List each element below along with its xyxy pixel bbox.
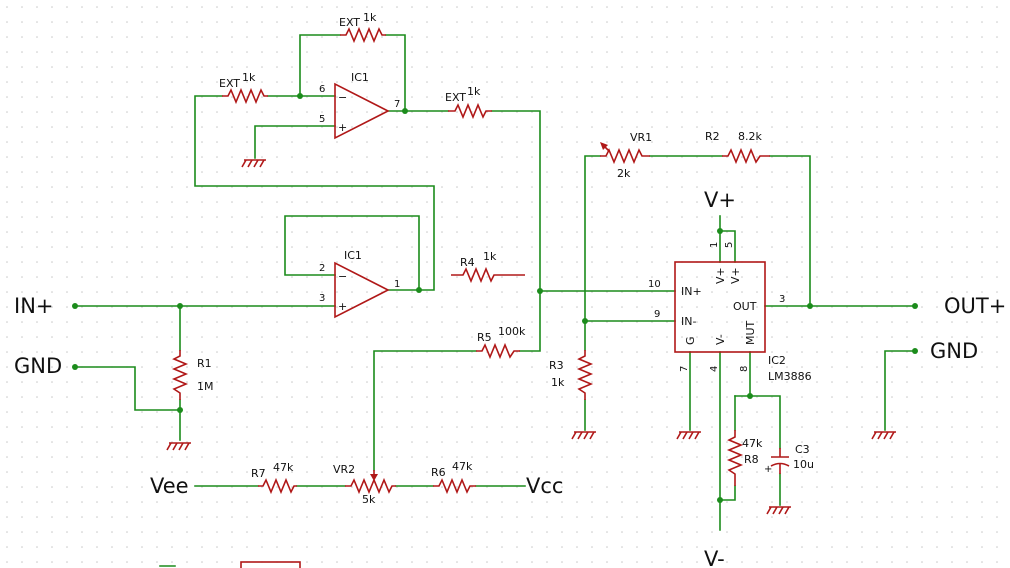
- vr2-value: 5k: [362, 493, 376, 506]
- ic2-pin-num-8: 8: [739, 366, 750, 372]
- ic1a-ref: IC1: [351, 71, 369, 84]
- r3-ref: R3: [549, 359, 564, 372]
- resistor-r6[interactable]: R6 47k: [431, 460, 476, 495]
- ic1a-pin5: 5: [319, 114, 325, 125]
- vr1-value: 2k: [617, 167, 631, 180]
- ic1a-minus-sign: −: [338, 91, 347, 104]
- ic2-pin-num-9: 9: [654, 309, 660, 320]
- r2-ref: R2: [705, 130, 720, 143]
- r6-ref: R6: [431, 466, 446, 479]
- ic1a-pin6: 6: [319, 84, 325, 95]
- resistor-r5[interactable]: R5 100k: [476, 325, 526, 360]
- ic2-pin-mut-label: MUT: [744, 320, 757, 345]
- ic2-pin-inp-label: IN+: [681, 285, 702, 298]
- ic1b-pin1: 1: [394, 279, 400, 290]
- r7-ref: R7: [251, 467, 266, 480]
- r4-value: 1k: [483, 250, 497, 263]
- c3-value: 10u: [793, 458, 814, 471]
- c3-ref: C3: [795, 443, 810, 456]
- opamp-ic1a[interactable]: − + IC1 6 5 7: [319, 71, 400, 140]
- c3-plus-sign: +: [764, 464, 772, 475]
- ic2-pin-num-7: 7: [679, 366, 690, 372]
- r6-value: 47k: [452, 460, 473, 473]
- resistor-ext-top[interactable]: EXT 1k: [339, 11, 386, 44]
- potentiometer-vr1[interactable]: VR1 2k: [600, 131, 652, 180]
- ic1b-pin3: 3: [319, 293, 325, 304]
- r7-value: 47k: [273, 461, 294, 474]
- ic2-ref: IC2: [768, 354, 786, 367]
- ic2-pin-g-label: G: [684, 336, 697, 345]
- potentiometer-vr2[interactable]: VR2 5k: [333, 463, 396, 506]
- wires: [74, 34, 916, 531]
- ic2-pin-out-label: OUT: [733, 300, 757, 313]
- junctions: [72, 93, 918, 503]
- ic2-pin-num-3: 3: [779, 294, 785, 305]
- capacitor-c3[interactable]: + C3 10u: [764, 443, 814, 475]
- ic2-pin-vp1-label: V+: [714, 267, 727, 284]
- ic2-lm3886[interactable]: IN+ IN- OUT V+ V+ G V- MUT 10 9 3 1 5 7 …: [648, 242, 812, 383]
- port-v-plus: V+: [704, 188, 736, 212]
- ic1a-pin7: 7: [394, 99, 400, 110]
- r1-ref: R1: [197, 357, 212, 370]
- vr2-ref: VR2: [333, 463, 355, 476]
- r8-value: 47k: [742, 437, 763, 450]
- r2-value: 8.2k: [738, 130, 762, 143]
- ic1b-pin2: 2: [319, 263, 325, 274]
- port-gnd-right: GND: [930, 339, 978, 363]
- ic1b-minus-sign: −: [338, 270, 347, 283]
- ic2-pin-num-5: 5: [724, 242, 735, 248]
- r3-value: 1k: [551, 376, 565, 389]
- port-vcc: Vcc: [526, 474, 563, 498]
- ext-in-value: 1k: [242, 71, 256, 84]
- r8-ref: R8: [744, 453, 759, 466]
- ext-top-ref: EXT: [339, 16, 360, 29]
- ext-in-ref: EXT: [219, 77, 240, 90]
- r4-ref: R4: [460, 256, 475, 269]
- r5-value: 100k: [498, 325, 526, 338]
- ic2-pin-vm-label: V-: [714, 334, 727, 345]
- partial-component-bottom: [159, 561, 301, 568]
- ext-out-ref: EXT: [445, 91, 466, 104]
- r1-value: 1M: [197, 380, 214, 393]
- ic2-pin-vp2-label: V+: [729, 267, 742, 284]
- resistor-r4[interactable]: R4 1k: [451, 250, 525, 284]
- resistor-ext-in[interactable]: EXT 1k: [219, 71, 268, 105]
- port-vee: Vee: [150, 474, 189, 498]
- resistor-r2[interactable]: R2 8.2k: [705, 130, 770, 165]
- resistor-r8[interactable]: 47k R8: [726, 430, 763, 486]
- ic1b-plus-sign: +: [338, 300, 347, 313]
- ic2-part: LM3886: [768, 370, 812, 383]
- resistor-r7[interactable]: R7 47k: [251, 461, 297, 495]
- vr1-ref: VR1: [630, 131, 652, 144]
- resistor-r3[interactable]: R3 1k: [549, 350, 594, 400]
- ic1a-plus-sign: +: [338, 121, 347, 134]
- r5-ref: R5: [477, 331, 492, 344]
- port-in-plus: IN+: [14, 294, 54, 318]
- ic2-pin-num-10: 10: [648, 279, 661, 290]
- ic2-pin-num-1: 1: [709, 242, 720, 248]
- port-v-minus: V-: [704, 547, 725, 568]
- ic2-pin-inm-label: IN-: [681, 315, 696, 328]
- ext-top-value: 1k: [363, 11, 377, 24]
- opamp-ic1b[interactable]: − + IC1 2 3 1: [319, 249, 400, 319]
- port-gnd-left: GND: [14, 354, 62, 378]
- ic1b-ref: IC1: [344, 249, 362, 262]
- ext-out-value: 1k: [467, 85, 481, 98]
- resistor-r1[interactable]: R1 1M: [171, 350, 214, 400]
- resistor-ext-out[interactable]: EXT 1k: [445, 85, 492, 120]
- port-out-plus: OUT+: [944, 294, 1006, 318]
- ic2-pin-num-4: 4: [709, 366, 720, 372]
